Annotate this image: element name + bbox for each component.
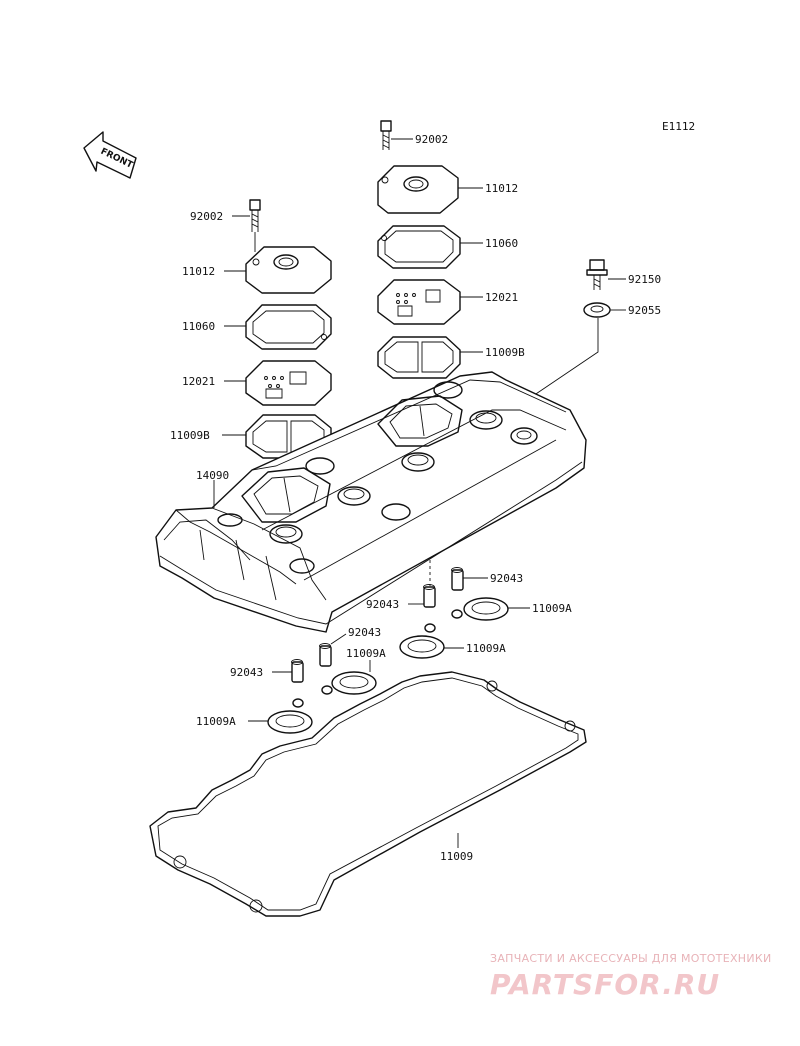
- bolt-92002-left[interactable]: [249, 199, 261, 232]
- label-plate-12021-right: 12021: [485, 291, 518, 304]
- bolt-92002-right[interactable]: [380, 120, 392, 150]
- label-plate-12021-left: 12021: [182, 375, 215, 388]
- oring-11009a-b[interactable]: [399, 623, 445, 659]
- label-gasket-11009b-right: 11009B: [485, 346, 525, 359]
- label-head-cover-14090: 14090: [196, 469, 229, 482]
- oring-11009a-c[interactable]: [321, 671, 377, 695]
- label-oring-11009a-a: 11009A: [532, 602, 572, 615]
- label-bolt-92150: 92150: [628, 273, 661, 286]
- label-cover-11012-right: 11012: [485, 182, 518, 195]
- dowel-92043-a[interactable]: [451, 567, 464, 591]
- washer-92055[interactable]: [583, 302, 611, 318]
- dowel-92043-c[interactable]: [319, 643, 332, 667]
- label-gasket-11060-left: 11060: [182, 320, 215, 333]
- plate-12021-right[interactable]: [377, 279, 461, 325]
- dowel-92043-b[interactable]: [423, 584, 436, 608]
- label-bolt-92002-left: 92002: [190, 210, 223, 223]
- front-arrow-icon: FRONT: [83, 131, 137, 179]
- label-oring-11009a-d: 11009A: [196, 715, 236, 728]
- plate-12021-left[interactable]: [245, 360, 332, 406]
- dowel-92043-d[interactable]: [291, 659, 304, 683]
- label-bolt-92002-right: 92002: [415, 133, 448, 146]
- label-oring-11009a-c: 11009A: [346, 647, 386, 660]
- label-oring-11009a-b: 11009A: [466, 642, 506, 655]
- cover-11012-right[interactable]: [377, 165, 459, 214]
- label-dowel-92043-c: 92043: [348, 626, 381, 639]
- watermark-tagline: ЗАПЧАСТИ И АКСЕССУАРЫ ДЛЯ МОТОТЕХНИКИ: [490, 952, 772, 965]
- label-washer-92055: 92055: [628, 304, 661, 317]
- gasket-11009b-right[interactable]: [377, 336, 461, 379]
- gasket-11060-right[interactable]: [377, 225, 461, 269]
- oring-11009a-a[interactable]: [451, 597, 509, 621]
- diagram-code: E1112: [662, 120, 695, 133]
- label-main-gasket-11009: 11009: [440, 850, 473, 863]
- label-dowel-92043-a: 92043: [490, 572, 523, 585]
- oring-11009a-d[interactable]: [267, 698, 313, 734]
- label-gasket-11009b-left: 11009B: [170, 429, 210, 442]
- cover-11012-left[interactable]: [245, 246, 332, 294]
- front-arrow-label: FRONT: [99, 147, 135, 171]
- label-gasket-11060-right: 11060: [485, 237, 518, 250]
- label-dowel-92043-b: 92043: [366, 598, 399, 611]
- main-gasket-11009[interactable]: [149, 671, 587, 917]
- head-cover-14090[interactable]: [155, 371, 587, 633]
- label-dowel-92043-d: 92043: [230, 666, 263, 679]
- bolt-92150[interactable]: [586, 259, 608, 290]
- gasket-11060-left[interactable]: [245, 304, 332, 350]
- watermark-brand: PARTSFOR.RU: [490, 968, 720, 1001]
- label-cover-11012-left: 11012: [182, 265, 215, 278]
